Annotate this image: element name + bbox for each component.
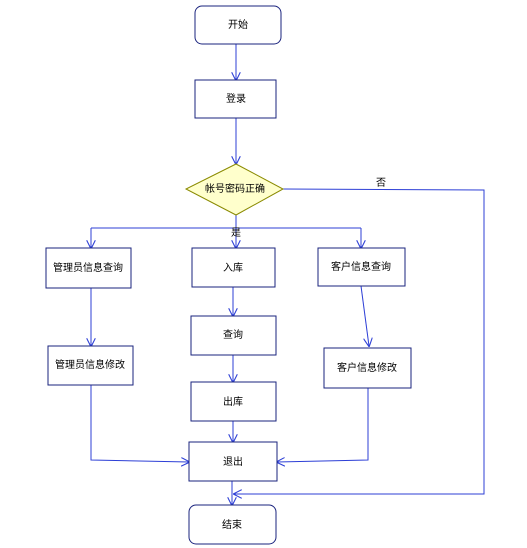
start-node-label: 开始 bbox=[228, 18, 248, 31]
stock-out-label: 出库 bbox=[223, 395, 243, 408]
edge-customer-query-to-modify bbox=[360, 285, 369, 346]
yes-label: 是 bbox=[231, 227, 241, 239]
credential-check-label: 帐号密码正确 bbox=[205, 182, 265, 195]
customer-query-node: 客户信息查询 bbox=[317, 247, 406, 287]
end-label: 结束 bbox=[222, 518, 242, 531]
end-node: 结束 bbox=[188, 504, 277, 545]
exit-label: 退出 bbox=[223, 455, 243, 468]
exit-node: 退出 bbox=[188, 441, 278, 482]
admin-modify-label: 管理员信息修改 bbox=[55, 358, 125, 371]
customer-modify-label: 客户信息修改 bbox=[337, 361, 397, 374]
stock-in-label: 入库 bbox=[223, 261, 243, 274]
edge-check-no-to-end bbox=[234, 188, 485, 494]
edge-check-to-branches bbox=[91, 215, 361, 229]
no-label: 否 bbox=[376, 177, 386, 189]
admin-modify-node: 管理员信息修改 bbox=[47, 345, 134, 386]
stock-in-node: 入库 bbox=[191, 247, 276, 288]
edge-admin-modify-to-exit bbox=[90, 385, 189, 462]
credential-check-decision: 帐号密码正确 bbox=[184, 163, 285, 216]
admin-query-label: 管理员信息查询 bbox=[53, 261, 123, 274]
query-label: 查询 bbox=[223, 328, 243, 341]
login-node-label: 登录 bbox=[226, 92, 246, 105]
query-node: 查询 bbox=[190, 315, 277, 356]
admin-query-node: 管理员信息查询 bbox=[45, 247, 132, 289]
customer-modify-node: 客户信息修改 bbox=[323, 347, 412, 389]
start-node: 开始 bbox=[194, 5, 282, 45]
login-node: 登录 bbox=[194, 79, 277, 119]
stock-out-node: 出库 bbox=[190, 381, 277, 422]
edge-customer-modify-to-exit bbox=[277, 388, 369, 462]
customer-query-label: 客户信息查询 bbox=[331, 260, 391, 273]
